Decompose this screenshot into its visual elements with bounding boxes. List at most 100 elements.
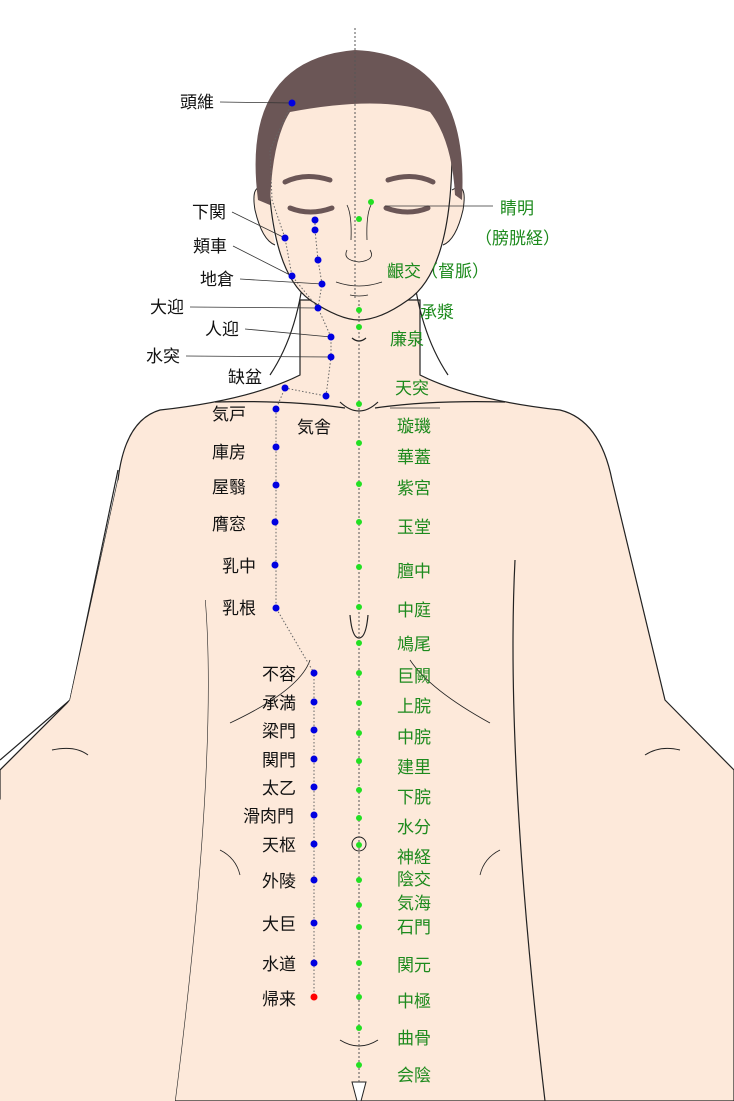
conception-point [356,324,362,330]
jingming-point [368,199,374,205]
stomach-point [310,993,318,1001]
conception-point [356,787,362,793]
conception-point [356,730,362,736]
conception-point [356,994,362,1000]
leader-line [231,211,286,239]
conception-point-label: 天突 [395,379,429,399]
conception-point [356,700,362,706]
conception-point [356,519,362,525]
stomach-point-label: 地倉 [200,270,234,290]
stomach-point [272,604,280,612]
conception-point [356,815,362,821]
stomach-point-label: 乳根 [222,599,256,619]
stomach-point-label: 屋翳 [212,478,246,498]
conception-point-label: 紫宮 [397,479,431,499]
stomach-point [310,876,318,884]
conception-point-label: 華蓋 [397,448,431,468]
conception-point-label: 下脘 [397,788,431,808]
stomach-point-label: 膺窓 [212,515,246,535]
stomach-point [310,726,318,734]
conception-point [356,401,362,407]
stomach-point-label: 気舎 [297,418,331,438]
stomach-point [281,384,289,392]
conception-point-label: 璇璣 [397,417,431,437]
conception-point [356,440,362,446]
stomach-point [314,304,322,312]
stomach-meridian-path [269,102,332,997]
conception-point-label: 中極 [397,992,431,1012]
stomach-point [310,698,318,706]
stomach-point [271,518,279,526]
stomach-point [310,669,318,677]
conception-point [356,481,362,487]
right-torso-edge [512,559,546,1101]
stomach-point-label: 水道 [262,955,296,975]
stomach-point-label: 乳中 [222,557,256,577]
yinjiao-point [356,216,362,222]
conception-point-label: 陰交 [397,870,431,890]
stomach-point [272,405,280,413]
conception-point-label: 膻中 [397,561,431,582]
stomach-point [314,256,322,264]
stomach-point [281,234,289,242]
stomach-point [272,481,280,489]
conception-point-label: 廉泉 [390,330,424,350]
leader-line [185,355,332,358]
stomach-point [310,919,318,927]
conception-point-label: 建里 [397,758,431,778]
conception-point-label: 中庭 [397,601,431,621]
conception-point-label: 関元 [397,956,431,976]
conception-point [356,960,362,966]
stomach-point-label: 天枢 [262,836,296,856]
stomach-point-label: 外陵 [262,872,296,892]
stomach-point-label: 頬車 [193,237,227,257]
leader-line [244,328,332,338]
stomach-point [311,216,319,224]
stomach-point-label: 頭維 [180,93,214,113]
conception-point [356,902,362,908]
stomach-point-label: 帰来 [262,990,296,1010]
leader-line [232,245,293,277]
stomach-point-label: 不容 [262,665,296,685]
hair [255,50,463,205]
conception-point-label: 水分 [397,818,431,838]
conception-point-label: 石門 [397,918,431,938]
stomach-point-label: 大迎 [150,298,184,318]
stomach-point [310,959,318,967]
stomach-point [288,272,296,280]
stomach-point-label: 水突 [146,347,180,367]
stomach-point [310,811,318,819]
stomach-point [318,280,326,288]
stomach-point [310,783,318,791]
stomach-point-label: 承満 [262,694,296,714]
conception-point-label: 承漿 [420,303,454,323]
stomach-point [288,99,296,107]
conception-point-label: 鳩尾 [397,635,431,655]
stomach-point-label: 太乙 [262,779,296,799]
conception-point [356,1025,362,1031]
conception-point [356,604,362,610]
stomach-point [310,755,318,763]
stomach-point-label: 関門 [262,751,296,771]
stomach-point [271,561,279,569]
conception-point [356,670,362,676]
conception-point-label: 神経 [397,848,431,868]
stomach-point-label: 気戸 [212,405,246,425]
stomach-point-label: 人迎 [205,320,239,340]
conception-point [356,307,362,313]
stomach-point [327,333,335,341]
conception-point-label: 玉堂 [397,518,431,538]
stomach-point-label: 下関 [192,203,226,223]
bladder-meridian-label: （膀胱経） [475,229,560,249]
conception-point-label: 気海 [397,894,431,914]
conception-point-label: 巨闕 [397,667,431,687]
conception-point [356,1062,362,1068]
leader-line [189,306,319,309]
yinjiao-label: 齦交（督脈） [387,262,489,282]
stomach-point [311,226,319,234]
stomach-point-label: 大巨 [262,915,296,935]
stomach-point-label: 庫房 [212,443,246,463]
stomach-point [322,392,330,400]
